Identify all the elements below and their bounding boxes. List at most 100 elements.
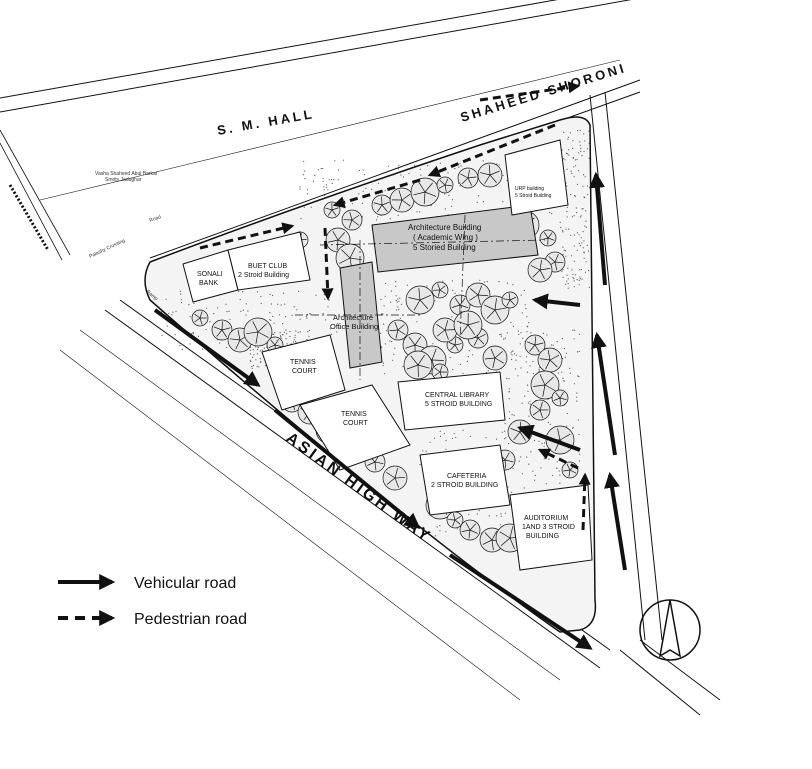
stipple-dot [280, 304, 282, 306]
cafeteria-label-2: 2 STROID BUILDING [431, 482, 498, 489]
stipple-dot [257, 346, 259, 349]
stipple-dot [338, 169, 340, 171]
stipple-dot [556, 467, 558, 469]
stipple-dot [180, 302, 183, 304]
tree-branch [548, 256, 556, 263]
road-lines [0, 0, 721, 716]
stipple-dot [577, 419, 579, 421]
stipple-dot [459, 363, 462, 365]
stipple-dot [568, 154, 570, 156]
tree-branch [444, 184, 447, 192]
stipple-dot [293, 306, 295, 308]
tree-branch [444, 320, 449, 331]
stipple-dot [381, 178, 383, 180]
stipple-dot [265, 364, 267, 367]
stipple-dot [583, 257, 585, 259]
stipple-dot [578, 333, 581, 335]
stipple-dot [562, 276, 564, 278]
stipple-dot [285, 316, 287, 318]
stipple-dot [529, 400, 531, 403]
stipple-dot [189, 316, 191, 318]
stipple-dot [286, 333, 288, 335]
stipple-dot [286, 343, 288, 345]
stipple-dot [568, 228, 570, 230]
stipple-dot [317, 169, 319, 171]
tree-branch [394, 477, 399, 488]
stipple-dot [322, 167, 324, 170]
tree-branch [413, 299, 421, 311]
stipple-dot [256, 291, 259, 293]
tree-branch [494, 350, 503, 359]
stipple-dot [570, 255, 573, 257]
stipple-dot [586, 244, 588, 246]
tree-branch [452, 513, 456, 521]
tree-branch [401, 193, 411, 201]
tree-branch [437, 289, 441, 297]
stipple-dot [447, 172, 449, 174]
stipple-dot [573, 166, 575, 168]
stipple-dot [269, 319, 271, 321]
stipple-dot [496, 515, 498, 517]
tree-branch [506, 299, 511, 307]
stipple-dot [307, 331, 309, 333]
stipple-dot [269, 293, 271, 296]
stipple-dot [525, 361, 527, 363]
stipple-dot [285, 338, 287, 340]
tree-branch [477, 294, 481, 305]
stipple-dot [579, 278, 581, 280]
stipple-dot [541, 443, 543, 445]
stipple-dot [295, 340, 297, 343]
stipple-dot [252, 364, 254, 367]
stipple-dot [398, 308, 400, 311]
stipple-dot [496, 163, 498, 165]
stipple-dot [528, 415, 530, 417]
stipple-dot [384, 343, 386, 345]
stipple-dot [454, 292, 456, 294]
stipple-dot [192, 331, 194, 334]
tree-branch [554, 261, 558, 271]
stipple-dot [294, 336, 296, 339]
stipple-dot [439, 525, 441, 527]
tree-branch [398, 190, 403, 201]
stipple-dot [573, 176, 575, 178]
stipple-dot [485, 437, 487, 439]
legend-pedestrian-label: Pedestrian road [134, 611, 247, 628]
tree-branch [461, 529, 471, 532]
stipple-dot [432, 343, 434, 345]
stipple-dot [548, 458, 550, 460]
stipple-dot [280, 336, 282, 338]
stipple-dot [506, 282, 509, 284]
stipple-dot [292, 341, 295, 343]
stipple-dot [556, 341, 558, 343]
stipple-dot [462, 429, 464, 431]
buet-club-label-2: 2 Stroid Building [238, 272, 289, 279]
stipple-dot [361, 216, 364, 218]
stipple-dot [179, 345, 181, 347]
stipple-dot [510, 321, 512, 324]
stipple-dot [567, 278, 569, 280]
stipple-dot [358, 169, 361, 172]
stipple-dot [584, 271, 587, 273]
stipple-dot [282, 292, 285, 294]
tree-branch [467, 324, 476, 335]
stipple-dot [399, 317, 401, 319]
stipple-dot [381, 346, 383, 348]
tree-branch [434, 371, 441, 377]
stipple-dot [573, 245, 575, 247]
tree-branch [459, 304, 469, 309]
crossing-note: Palashy Crossing [88, 238, 126, 260]
stipple-dot [579, 216, 581, 218]
stipple-dot [572, 273, 574, 275]
tree-branch [454, 343, 462, 346]
stipple-dot [291, 314, 293, 316]
tree-branch [454, 344, 459, 352]
stipple-dot [576, 392, 578, 394]
tree-branch [327, 239, 339, 243]
stipple-dot [445, 448, 447, 450]
tree-branch [534, 342, 544, 346]
stipple-dot [556, 461, 558, 463]
stipple-dot [434, 535, 436, 537]
stipple-dot [578, 242, 580, 244]
stipple-dot [562, 377, 564, 379]
stipple-dot [512, 467, 514, 469]
